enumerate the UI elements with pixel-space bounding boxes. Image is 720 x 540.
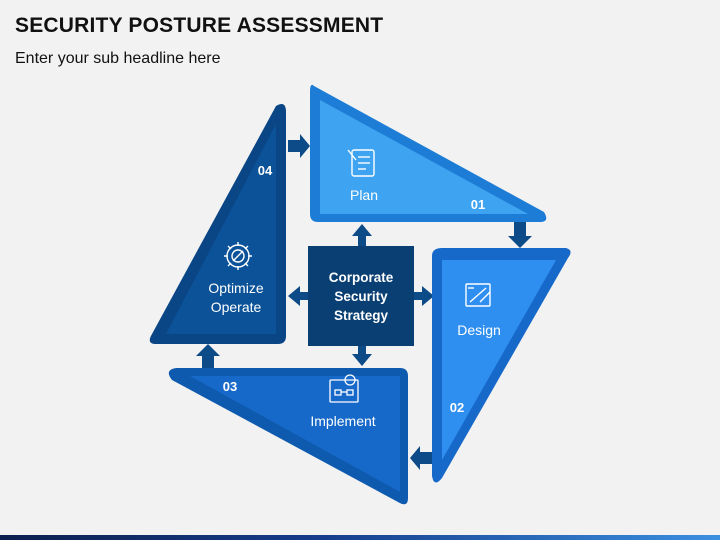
arrow-04-to-01 [288, 134, 310, 158]
center-line-3: Strategy [334, 308, 389, 323]
step-01-number: 01 [471, 197, 485, 212]
page-title: SECURITY POSTURE ASSESSMENT [15, 14, 384, 37]
step-01-label: Plan [350, 187, 378, 203]
footer-bar [0, 535, 720, 540]
step-01-inner [320, 100, 528, 214]
gear-wrench-icon [224, 242, 252, 270]
step-04-label-line-2: Operate [211, 299, 262, 315]
center-arrow-up [352, 224, 372, 246]
center-strategy-box: Corporate Security Strategy [308, 246, 414, 346]
drafting-icon [465, 283, 491, 307]
step-02-inner [442, 260, 556, 460]
center-arrow-down [352, 346, 372, 366]
center-arrow-right [414, 286, 434, 306]
step-03-label: Implement [310, 413, 375, 429]
step-04-inner [166, 124, 276, 334]
center-arrows [288, 224, 434, 366]
step-02-label: Design [457, 322, 501, 338]
arrow-02-to-03 [410, 446, 432, 470]
arrow-01-to-02 [508, 222, 532, 248]
step-04-label-line-1: Optimize [208, 280, 263, 296]
center-arrow-left [288, 286, 308, 306]
step-01-plan: Plan 01 [310, 84, 547, 222]
step-04-number: 04 [258, 163, 273, 178]
checklist-icon [347, 149, 375, 177]
arrow-03-to-04 [196, 344, 220, 368]
step-03-implement: Implement 03 [168, 368, 408, 505]
step-02-number: 02 [450, 400, 464, 415]
step-02-design: Design 02 [432, 248, 571, 483]
step-03-number: 03 [223, 379, 237, 394]
connector-arrows [196, 134, 532, 470]
center-line-2: Security [334, 289, 388, 304]
workflow-gear-icon [329, 374, 359, 403]
step-04-optimize: Optimize Operate 04 [149, 104, 286, 344]
step-03-inner [190, 376, 400, 492]
page-subtitle: Enter your sub headline here [15, 50, 221, 67]
center-line-1: Corporate [329, 270, 394, 285]
center-box [308, 246, 414, 346]
